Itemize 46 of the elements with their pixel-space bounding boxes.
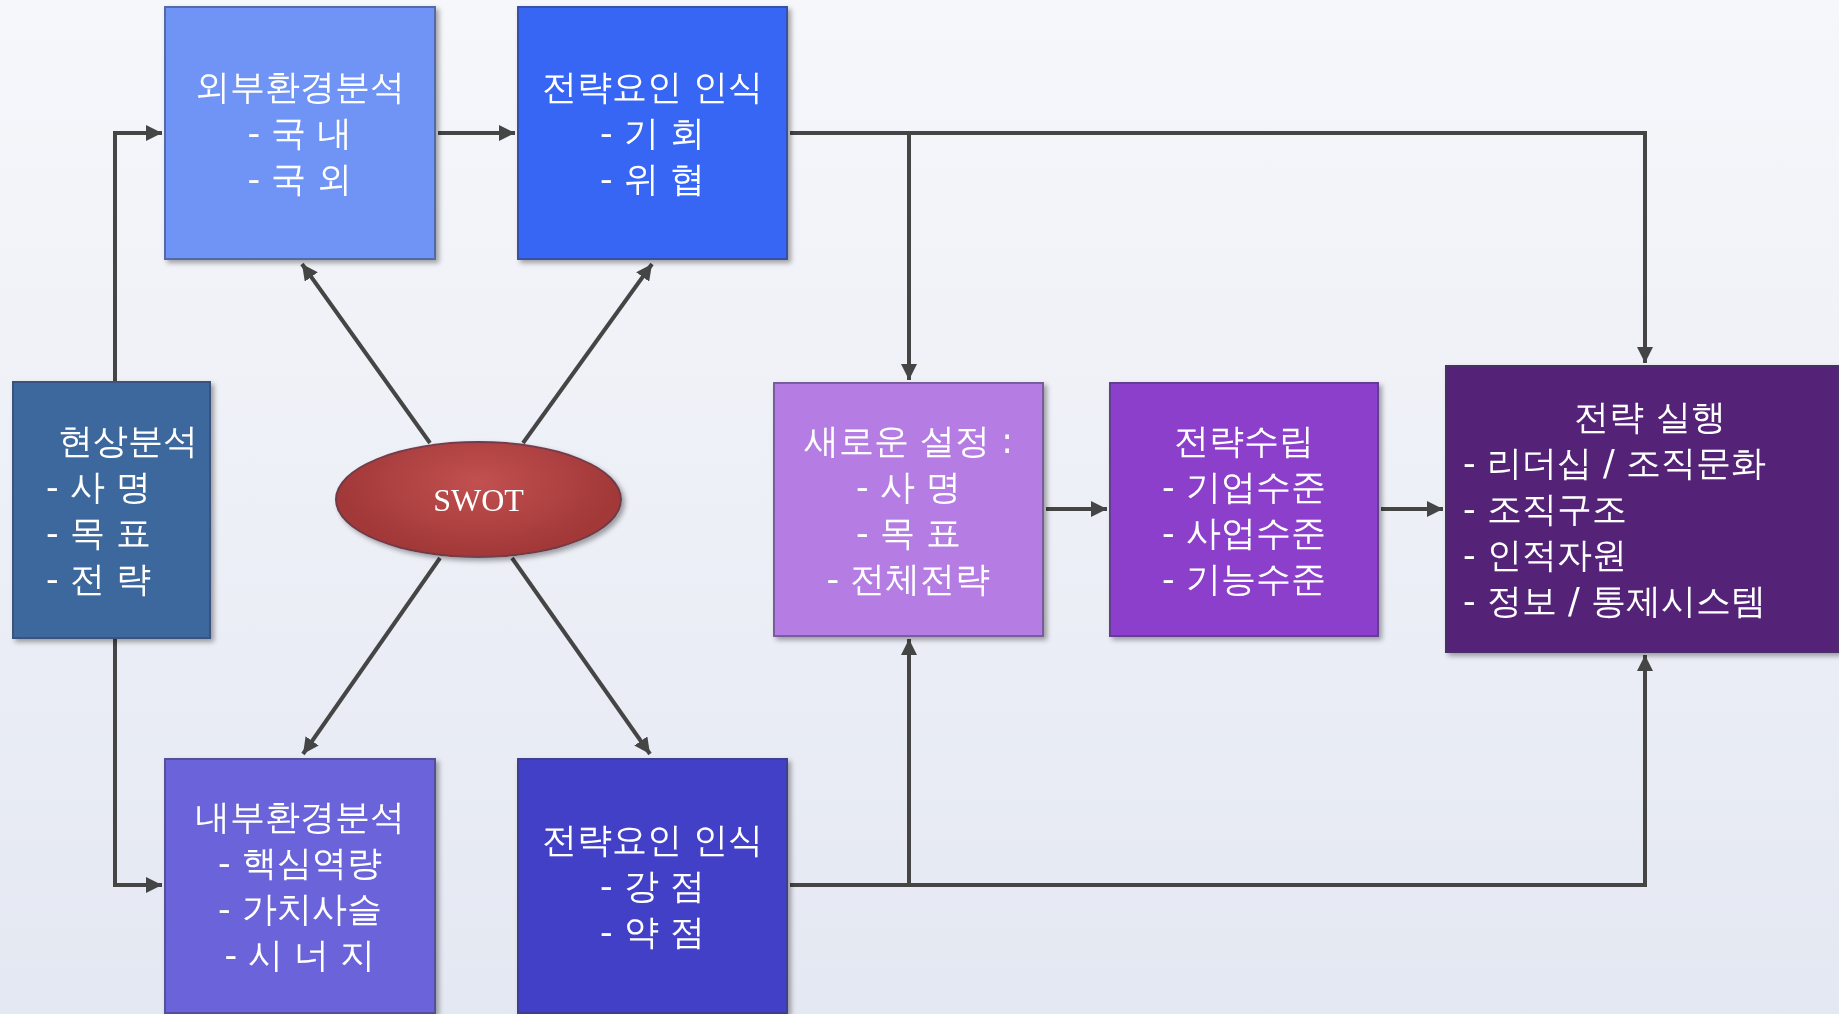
list-item: - 국 외: [247, 158, 353, 201]
process-box: [1109, 382, 1379, 637]
process-box: [517, 758, 788, 1014]
list-item: - 목 표: [46, 512, 151, 555]
list-item: - 사 명: [856, 465, 961, 509]
list-item: - 사업수준: [1162, 511, 1326, 555]
arrow: [301, 556, 442, 756]
list-item: - 약 점: [600, 911, 705, 954]
process-box: [164, 758, 436, 1014]
list-item: - 시 너 지: [224, 934, 376, 977]
list-item: - 위 협: [600, 158, 705, 201]
box-heading: 전략요인 인식: [541, 66, 764, 109]
list-item: - 인적자원: [1463, 534, 1627, 577]
process-box: [12, 381, 211, 639]
box-heading: 전략요인 인식: [541, 819, 764, 862]
list-item: - 전 략: [46, 558, 151, 601]
list-item: - 국 내: [247, 112, 353, 155]
list-item: - 조직구조: [1463, 488, 1627, 531]
arrow: [113, 639, 162, 893]
process-box: [517, 6, 788, 260]
list-item: - 목 표: [856, 511, 961, 555]
list-item: - 핵심역량: [218, 842, 382, 885]
box-heading: 새로운 설정 :: [803, 419, 1013, 463]
box-heading: 전략 실행: [1574, 396, 1726, 439]
list-item: - 기능수준: [1162, 557, 1326, 601]
arrow: [1046, 501, 1107, 517]
list-item: - 가치사슬: [218, 888, 382, 931]
arrow: [1381, 501, 1443, 517]
arrow: [510, 556, 652, 756]
process-box: [1445, 365, 1839, 653]
list-item: - 사 명: [46, 466, 151, 509]
list-item: - 전체전략: [826, 557, 991, 601]
box-heading: 외부환경분석: [195, 66, 405, 109]
list-item: - 리더십 / 조직문화: [1463, 442, 1766, 485]
list-item: - 정보 / 통제시스템: [1463, 580, 1766, 623]
box-heading: 내부환경분석: [195, 796, 405, 839]
list-item: - 기업수준: [1162, 465, 1326, 509]
arrow: [113, 125, 162, 381]
box-heading: SWOT: [433, 480, 524, 520]
list-item: - 기 회: [600, 112, 705, 155]
process-box: [164, 6, 436, 260]
box-heading: 현상분석: [57, 420, 198, 463]
box-heading: 전략수립: [1174, 419, 1314, 463]
arrow: [438, 125, 515, 141]
list-item: - 강 점: [600, 865, 705, 908]
process-box: [773, 382, 1044, 637]
